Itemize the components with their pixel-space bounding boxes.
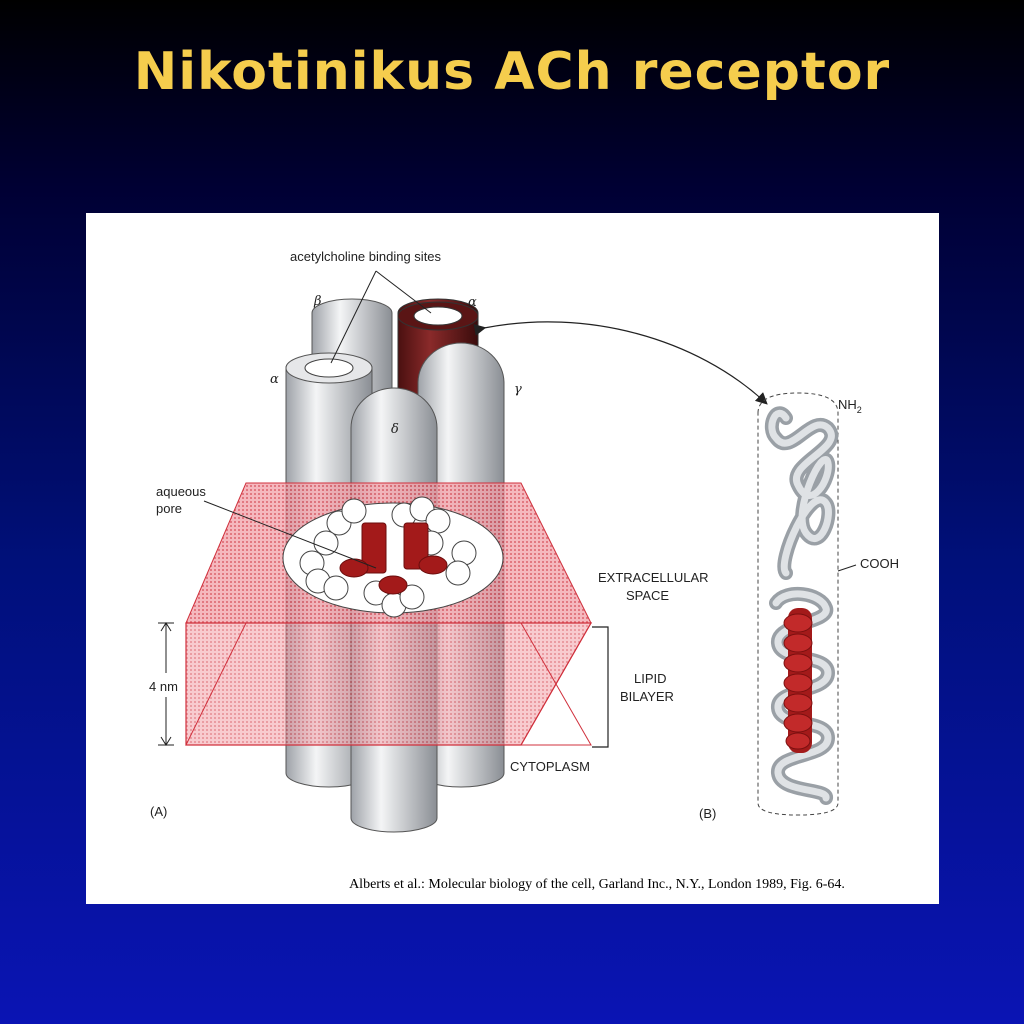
- pore-cross-section: [282, 496, 504, 618]
- lipid-label-2: BILAYER: [620, 689, 674, 704]
- panel-b-label: (B): [699, 806, 716, 821]
- transmembrane-helix: [783, 608, 813, 753]
- pore-label: pore: [156, 501, 182, 516]
- cooh-label: COOH: [860, 556, 899, 571]
- panel-b: NH2 COOH (B): [699, 392, 899, 821]
- nh2-label: NH2: [838, 397, 862, 415]
- lipid-label-1: LIPID: [634, 671, 667, 686]
- extracellular-label-1: EXTRACELLULAR: [598, 570, 709, 585]
- slide-title: Nikotinikus ACh receptor: [133, 42, 891, 102]
- delta-label: δ: [391, 422, 399, 437]
- lipid-bracket: [592, 626, 609, 748]
- thickness-label: 4 nm: [149, 679, 178, 694]
- alpha-back-label: α: [468, 295, 477, 310]
- gamma-label: γ: [514, 382, 522, 397]
- alpha-front-label: α: [270, 372, 279, 387]
- subunit-link-arrow: [473, 321, 768, 405]
- figure-caption: Alberts et al.: Molecular biology of the…: [349, 877, 845, 892]
- cytoplasm-label: CYTOPLASM: [510, 759, 590, 774]
- receptor-diagram: acetylcholine binding sites β α α γ δ aq…: [149, 249, 899, 833]
- binding-sites-label: acetylcholine binding sites: [290, 249, 442, 264]
- thickness-dimension: [158, 622, 174, 746]
- pore-pointer: [203, 500, 377, 569]
- beta-label: β: [313, 294, 322, 309]
- aqueous-label: aqueous: [156, 484, 206, 499]
- figure-panel: acetylcholine binding sites β α α γ δ aq…: [86, 213, 939, 904]
- binding-site-pointers: [330, 270, 432, 364]
- panel-a-label: (A): [150, 804, 167, 819]
- cooh-pointer: [837, 564, 857, 572]
- extracellular-label-2: SPACE: [626, 588, 669, 603]
- panel-a: acetylcholine binding sites β α α γ δ aq…: [149, 249, 709, 833]
